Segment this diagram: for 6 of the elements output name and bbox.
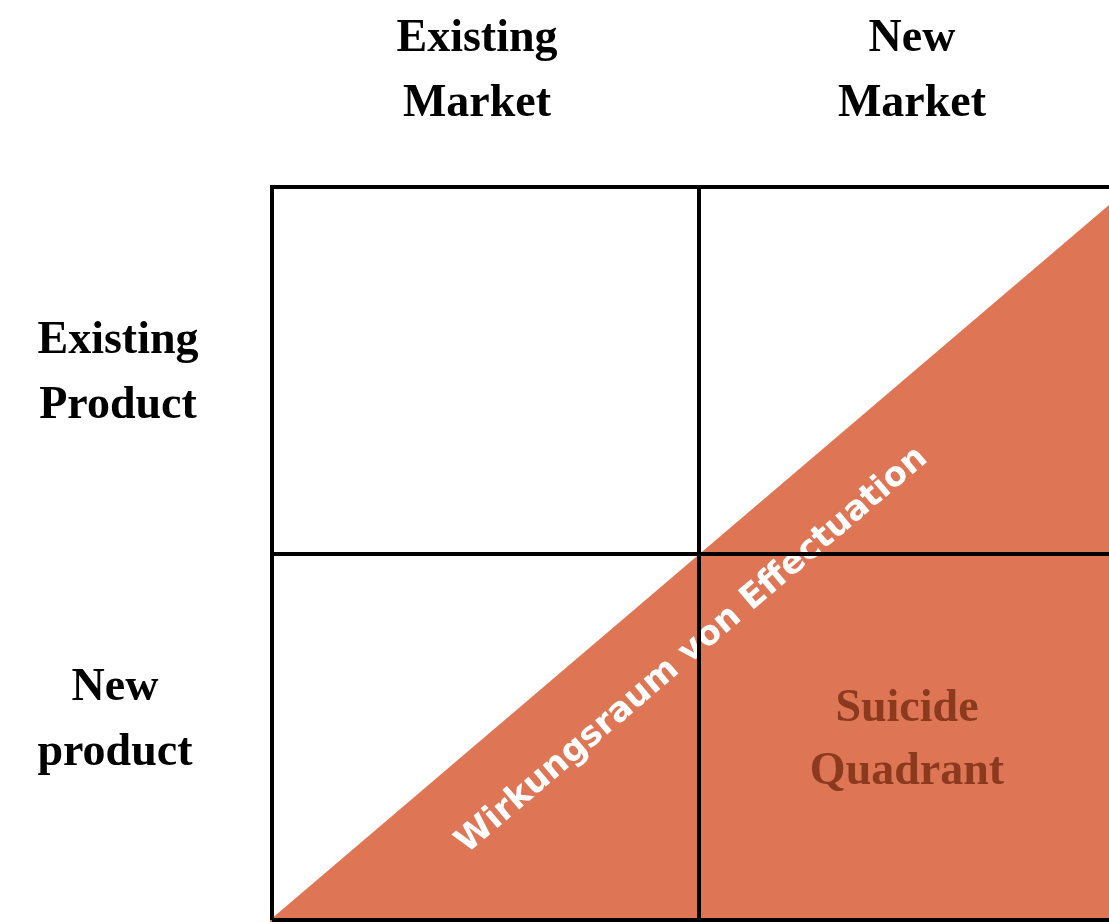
effectuation-triangle <box>270 205 1109 922</box>
row-header: Existing Product <box>36 311 200 430</box>
column-header: Existing Market <box>395 9 559 128</box>
column-header: New Market <box>836 9 988 128</box>
quadrant-label: Suicide Quadrant <box>808 679 1006 796</box>
row-header: New product <box>36 658 194 777</box>
